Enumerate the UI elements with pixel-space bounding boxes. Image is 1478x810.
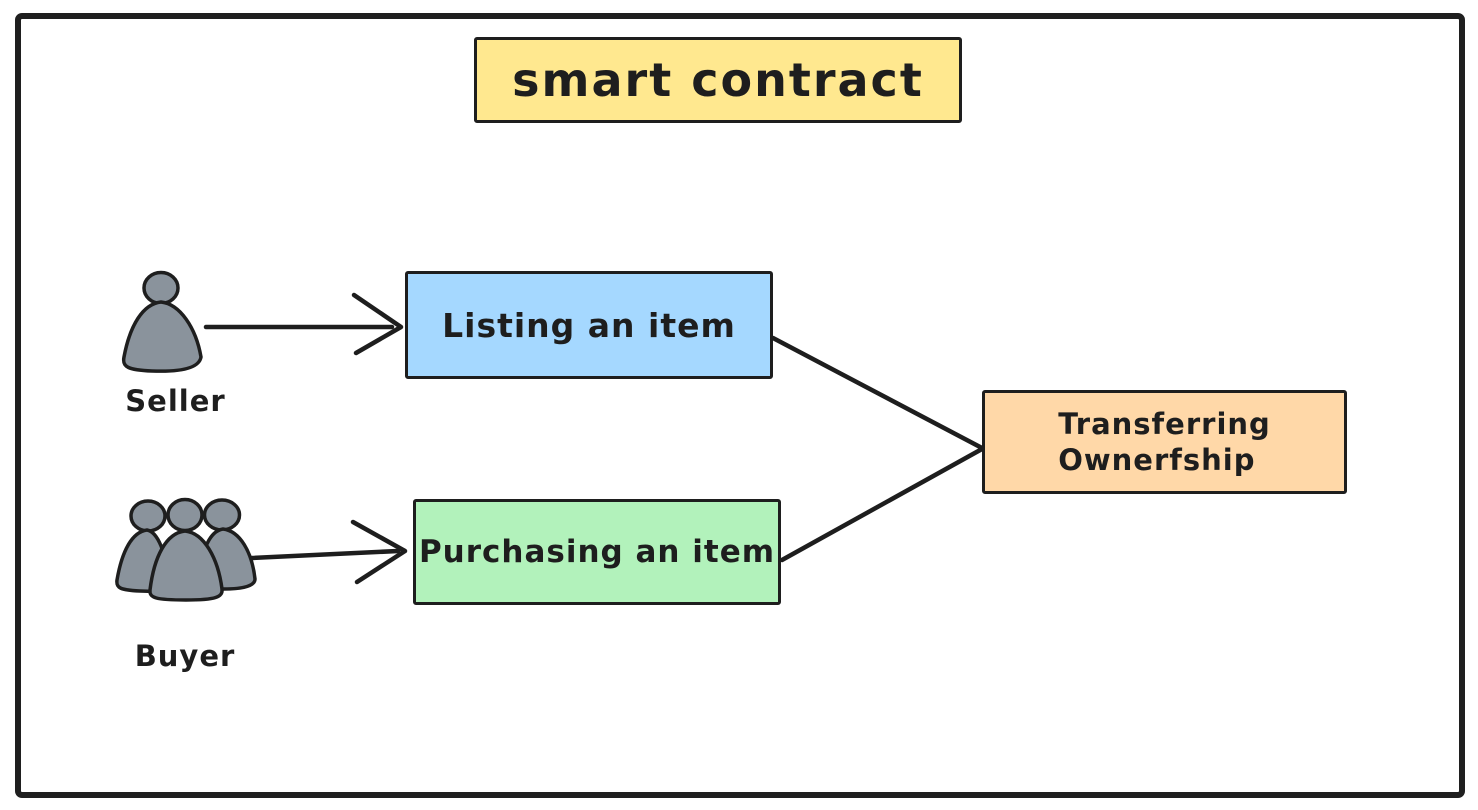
buyer-to-purchasing-arrow [249, 519, 408, 585]
transfer-node: Transferring Ownerfship [982, 390, 1347, 494]
person-icon [121, 270, 203, 373]
purchasing-node: Purchasing an item [413, 499, 781, 605]
people-group-icon [115, 497, 257, 602]
transfer-node-label: Transferring Ownerfship [1058, 406, 1271, 477]
purchasing-node-label: Purchasing an item [418, 534, 776, 570]
title-box: smart contract [474, 37, 962, 123]
listing-to-transfer-line [770, 335, 985, 451]
listing-node-label: Listing an item [442, 305, 736, 345]
diagram-title: smart contract [512, 53, 924, 107]
listing-node: Listing an item [405, 271, 773, 379]
purchasing-to-transfer-line [779, 446, 985, 563]
seller-to-listing-arrow [203, 292, 404, 356]
outer-frame [15, 13, 1465, 798]
buyer-label: Buyer [134, 639, 236, 673]
seller-label: Seller [125, 384, 226, 418]
